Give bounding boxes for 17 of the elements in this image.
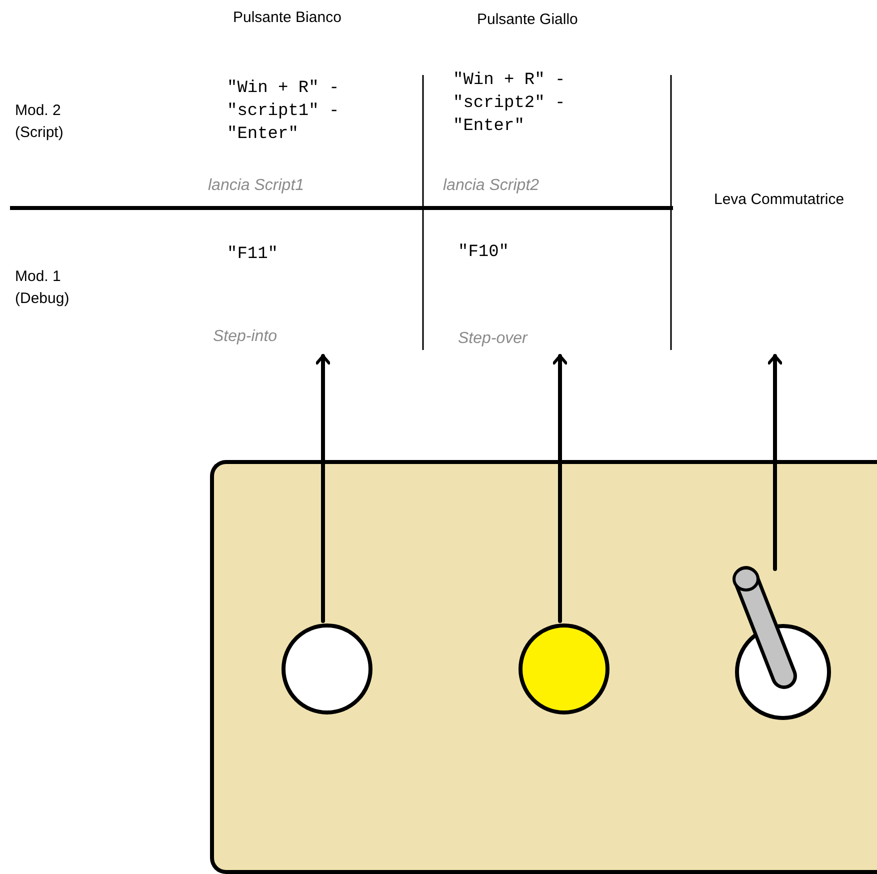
key-sequence: "F10"	[458, 242, 510, 264]
column-heading: Pulsante Giallo	[477, 11, 578, 28]
key-sequence: "Win + R" - "script1" - "Enter"	[227, 78, 340, 146]
arrow	[768, 354, 782, 571]
key-sequence: "F11"	[227, 244, 280, 266]
column-heading: Pulsante Bianco	[233, 9, 342, 26]
action-caption: Step-over	[458, 330, 528, 348]
control-panel	[210, 460, 877, 874]
row-label: Mod. 2 (Script)	[15, 101, 64, 143]
action-caption: Step-into	[213, 328, 278, 346]
row-label: Mod. 1 (Debug)	[15, 267, 70, 309]
action-caption: lancia Script2	[443, 177, 540, 195]
key-sequence: "Win + R" - "script2" - "Enter"	[453, 70, 566, 138]
column-heading: Leva Commutatrice	[714, 191, 844, 208]
arrow	[552, 354, 568, 623]
arrow	[316, 354, 330, 623]
action-caption: lancia Script1	[208, 177, 304, 195]
